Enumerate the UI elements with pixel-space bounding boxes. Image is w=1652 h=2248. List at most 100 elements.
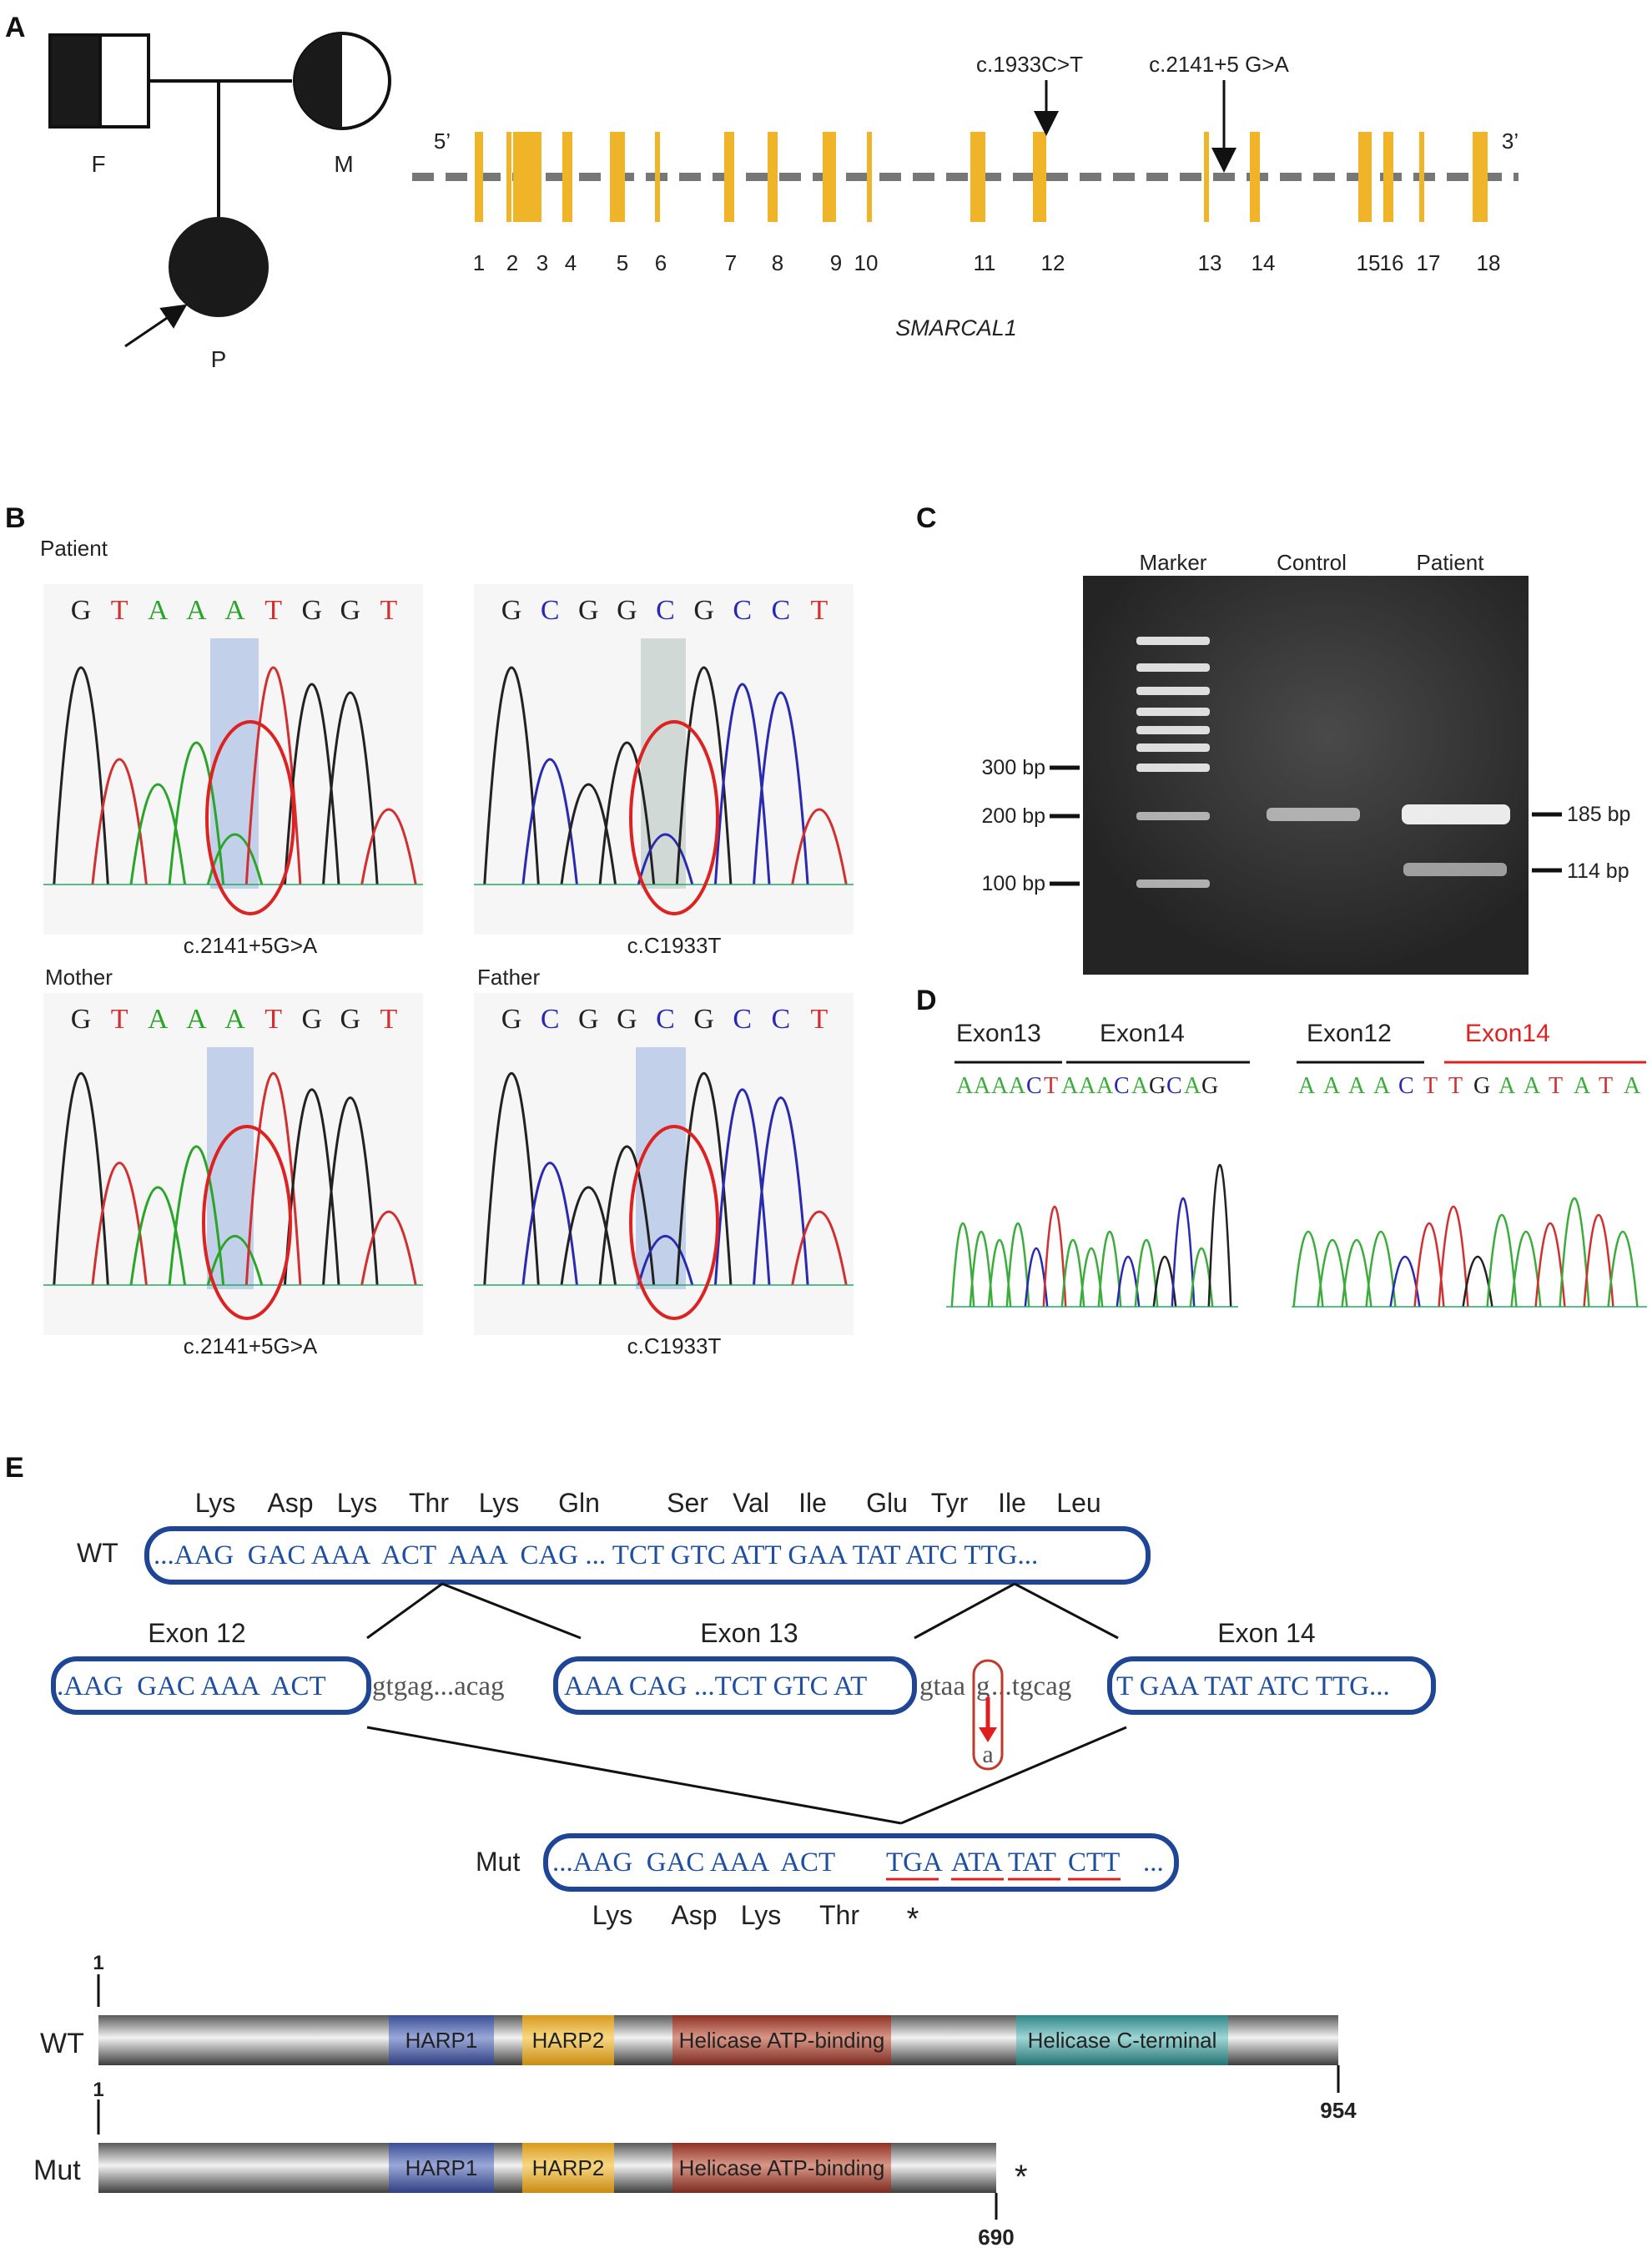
- cdna-trace-peak: [1207, 1163, 1232, 1308]
- gene-name: SMARCAL1: [895, 315, 1017, 340]
- trace-peak: [521, 758, 578, 885]
- base-call: A: [148, 1004, 169, 1035]
- cdna-trace-peak: [950, 1222, 975, 1308]
- base-call: A: [148, 595, 169, 626]
- mut-start-pos: 1: [93, 2079, 103, 2101]
- wt-amino-acid: Lys: [479, 1488, 520, 1518]
- father-trace-label: Father: [477, 965, 540, 990]
- cdna-trace-peak: [1559, 1197, 1590, 1308]
- cdna-base: A: [1079, 1073, 1096, 1099]
- exon-label-1: 1: [473, 250, 485, 275]
- cdna-base: C: [1398, 1073, 1414, 1099]
- father-symbol: [48, 33, 150, 129]
- trace-peak: [91, 1162, 148, 1286]
- cdna-base: A: [1323, 1073, 1341, 1099]
- control-band-185: [1267, 808, 1360, 821]
- trace-peak: [360, 1210, 417, 1286]
- ladder-band: [1136, 764, 1210, 772]
- base-call: T: [380, 1004, 398, 1035]
- exon-11: [970, 132, 985, 222]
- cdna-trace-peak: [987, 1239, 1012, 1308]
- intron13-seq-a: gtaa: [919, 1671, 965, 1701]
- domain-label-helicase-atp: Helicase ATP-binding: [679, 2028, 885, 2053]
- wt-seq-box: [144, 1526, 1151, 1585]
- trace-peak: [322, 1096, 379, 1286]
- exon-label-13: 13: [1198, 250, 1222, 275]
- cdna-base: A: [1131, 1073, 1149, 1099]
- base-call: G: [340, 595, 361, 626]
- exon-label-15: 15: [1357, 250, 1381, 275]
- exon-2: [506, 132, 511, 222]
- wt-start-pos: 1: [93, 1952, 103, 1974]
- variant-highlight-ellipse: [629, 720, 719, 915]
- wt-end-pos: 954: [1320, 2098, 1357, 2123]
- ladder-band: [1136, 743, 1210, 752]
- intron11-seq: gtgag...acag: [372, 1671, 505, 1701]
- cdna-base: T: [1549, 1073, 1563, 1099]
- variant-c1933-label: c.1933C>T: [976, 52, 1083, 77]
- exon-8: [768, 132, 778, 222]
- cdna-left-exon13: Exon13: [956, 1020, 1041, 1047]
- exon-5: [610, 132, 625, 222]
- exon-label-2: 2: [506, 250, 518, 275]
- base-call: G: [578, 595, 599, 626]
- cdna-trace-peak: [1438, 1206, 1469, 1308]
- wt-protein-label: WT: [40, 2028, 84, 2059]
- base-call: T: [380, 595, 398, 626]
- cdna-base: A: [974, 1073, 991, 1099]
- cdna-base: G: [1149, 1073, 1166, 1099]
- base-call: G: [501, 1004, 522, 1035]
- base-call: T: [811, 595, 829, 626]
- cdna-trace-peak: [1079, 1247, 1104, 1308]
- variant-highlight-ellipse: [205, 720, 295, 915]
- intron13-seq-b: g: [976, 1671, 990, 1701]
- three-prime-label: 3’: [1502, 129, 1519, 154]
- cdna-right-exon14: Exon14: [1465, 1020, 1550, 1047]
- base-call: C: [656, 595, 675, 626]
- wt-amino-acid: Ser: [667, 1488, 708, 1518]
- base-call: C: [656, 1004, 675, 1035]
- cdna-trace-peak: [1005, 1222, 1030, 1308]
- wt-amino-acid: Ile: [798, 1488, 827, 1518]
- base-call: C: [733, 595, 752, 626]
- cdna-trace-peak: [1341, 1238, 1372, 1308]
- cdna-base: A: [956, 1073, 974, 1099]
- patient-label: Patient: [40, 536, 108, 561]
- cdna-base: A: [1624, 1073, 1641, 1099]
- exon12-box: [51, 1656, 371, 1715]
- exon-9: [823, 132, 836, 222]
- trace-peak: [322, 691, 379, 885]
- base-call: G: [693, 595, 714, 626]
- mut-stop-marker: *: [1015, 2159, 1028, 2195]
- trace-peak: [129, 1186, 187, 1286]
- exon-6: [655, 132, 660, 222]
- domain-label-harp2: HARP2: [532, 2155, 605, 2180]
- panel-label-c: C: [916, 502, 937, 534]
- exon-7: [724, 132, 734, 222]
- base-call: T: [264, 595, 282, 626]
- lane-marker-label: Marker: [1140, 550, 1207, 575]
- domain-helicase-cterm: [1016, 2015, 1228, 2065]
- exon13-box: [553, 1656, 917, 1715]
- base-call: C: [541, 595, 560, 626]
- cdna-base: A: [1009, 1073, 1026, 1099]
- exon-label-6: 6: [655, 250, 667, 275]
- wt-seq: ...AAG GAC AAA ACT AAA CAG ... TCT GTC A…: [154, 1540, 1038, 1570]
- wt-amino-acid: Leu: [1056, 1488, 1100, 1518]
- base-call: C: [541, 1004, 560, 1035]
- mut-codon: TAT: [1008, 1847, 1056, 1878]
- mut-amino-acid: Thr: [819, 1900, 859, 1930]
- exon13-label: Exon 13: [700, 1618, 798, 1648]
- patient-band-185: [1402, 804, 1510, 824]
- wt-amino-acid: Lys: [337, 1488, 378, 1518]
- mutation-capsule: [972, 1659, 1004, 1771]
- exon-label-12: 12: [1041, 250, 1065, 275]
- exon-label-18: 18: [1477, 250, 1501, 275]
- cdna-trace-peak: [969, 1230, 994, 1308]
- cdna-trace-peak: [1292, 1230, 1324, 1308]
- marker-200bp: 200 bp: [982, 804, 1045, 828]
